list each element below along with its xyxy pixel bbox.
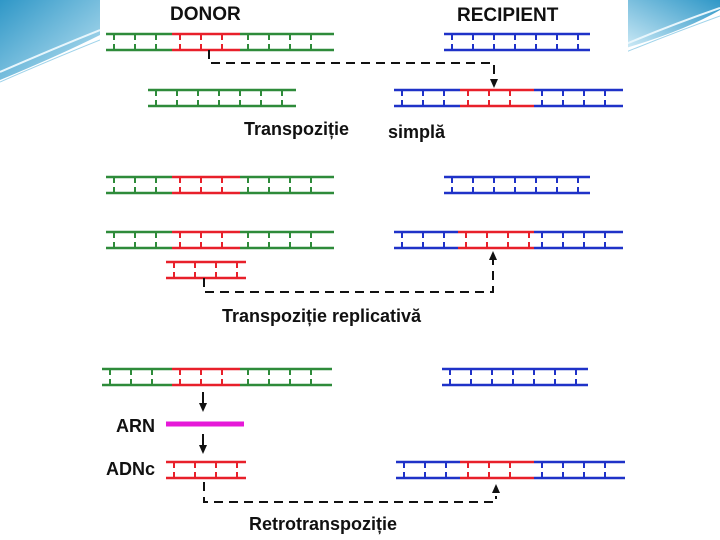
donor-dna-2-after bbox=[106, 230, 334, 250]
donor-dna-1-after bbox=[148, 88, 296, 108]
recipient-dna-3 bbox=[442, 367, 588, 387]
recipient-dna-1-after bbox=[394, 88, 623, 108]
recipient-label: RECIPIENT bbox=[457, 5, 559, 26]
cdna-strand bbox=[166, 460, 246, 480]
recipient-dna-2-after bbox=[394, 230, 623, 250]
simple-transposition-label-part1: Transpoziție bbox=[244, 119, 350, 139]
adnc-label: ADNc bbox=[106, 459, 156, 479]
arrow-up-icon bbox=[492, 484, 500, 493]
retrotransposition-label: Retrotranspoziție bbox=[249, 514, 398, 534]
simple-transposition-label-part2: simplă bbox=[388, 122, 446, 142]
donor-dna-2 bbox=[106, 175, 334, 195]
background-swoosh-left bbox=[0, 0, 100, 83]
transposon-copy-2 bbox=[166, 260, 246, 280]
recipient-dna-2 bbox=[444, 175, 590, 195]
transfer-path-1 bbox=[208, 50, 495, 80]
background-swoosh-right bbox=[626, 0, 720, 53]
donor-dna-3 bbox=[102, 367, 332, 387]
arrow-up-icon bbox=[489, 251, 497, 260]
donor-label: DONOR bbox=[170, 4, 241, 25]
arrow-down-icon bbox=[199, 445, 207, 454]
arrow-down-icon bbox=[199, 403, 207, 412]
recipient-dna-1 bbox=[444, 32, 590, 52]
arrow-down-icon bbox=[490, 79, 498, 88]
replicative-transposition-label: Transpoziție replicativă bbox=[222, 306, 422, 326]
donor-dna-1 bbox=[106, 32, 334, 52]
transfer-path-3 bbox=[203, 482, 497, 503]
transfer-path-2 bbox=[203, 258, 494, 293]
recipient-dna-3-after bbox=[396, 460, 625, 480]
arn-label: ARN bbox=[116, 416, 155, 436]
